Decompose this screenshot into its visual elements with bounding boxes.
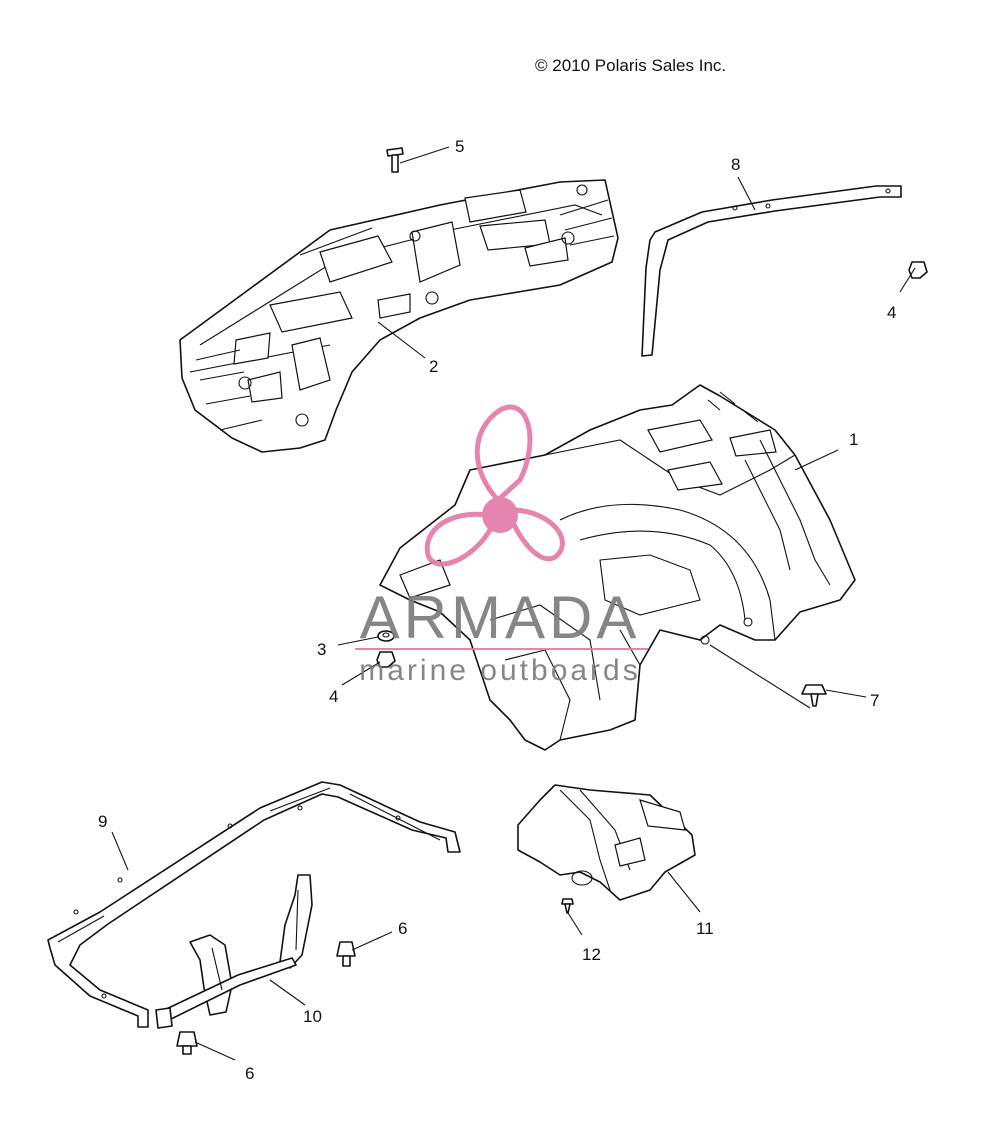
callout-10: 10 bbox=[303, 1007, 322, 1026]
part-6-bolt-lower bbox=[176, 1031, 198, 1055]
callout-4-upper: 4 bbox=[887, 303, 896, 322]
callout-9: 9 bbox=[98, 812, 107, 831]
callout-1: 1 bbox=[849, 430, 858, 449]
callout-3: 3 bbox=[317, 640, 326, 659]
part-4-nut-lower bbox=[376, 651, 396, 668]
part-9-rack-frame bbox=[47, 781, 461, 1028]
part-4-nut-upper bbox=[908, 261, 928, 279]
watermark-brand: ARMADA bbox=[360, 584, 641, 651]
part-7-push-rivet bbox=[801, 684, 827, 707]
part-12-screw bbox=[561, 898, 574, 914]
callout-8: 8 bbox=[731, 155, 740, 174]
callout-4-lower: 4 bbox=[329, 687, 338, 706]
part-6-bolt-upper bbox=[336, 941, 356, 967]
part-11-mud-guard bbox=[517, 784, 696, 901]
part-5-bolt bbox=[386, 147, 404, 173]
part-8-rack-bar bbox=[641, 185, 902, 357]
part-1-rear-fender bbox=[379, 384, 856, 751]
callout-6-upper: 6 bbox=[398, 919, 407, 938]
copyright-notice: © 2010 Polaris Sales Inc. bbox=[535, 56, 727, 75]
callout-2: 2 bbox=[429, 357, 438, 376]
leader-lines bbox=[111, 146, 916, 1061]
watermark-tagline: marine outboards bbox=[359, 654, 640, 687]
watermark: ARMADA marine outboards bbox=[355, 404, 648, 687]
callout-7: 7 bbox=[870, 691, 879, 710]
part-3-washer bbox=[377, 630, 395, 642]
part-10-bracket bbox=[155, 874, 313, 1029]
part-2-rear-rack-panel bbox=[179, 179, 619, 453]
callout-12: 12 bbox=[582, 945, 601, 964]
callout-numbers: 1 2 3 4 4 5 6 6 7 8 9 10 11 12 bbox=[98, 137, 896, 1083]
callout-6-lower: 6 bbox=[245, 1064, 254, 1083]
callout-5: 5 bbox=[455, 137, 464, 156]
callout-11: 11 bbox=[696, 919, 714, 938]
propeller-logo-icon bbox=[424, 404, 565, 567]
